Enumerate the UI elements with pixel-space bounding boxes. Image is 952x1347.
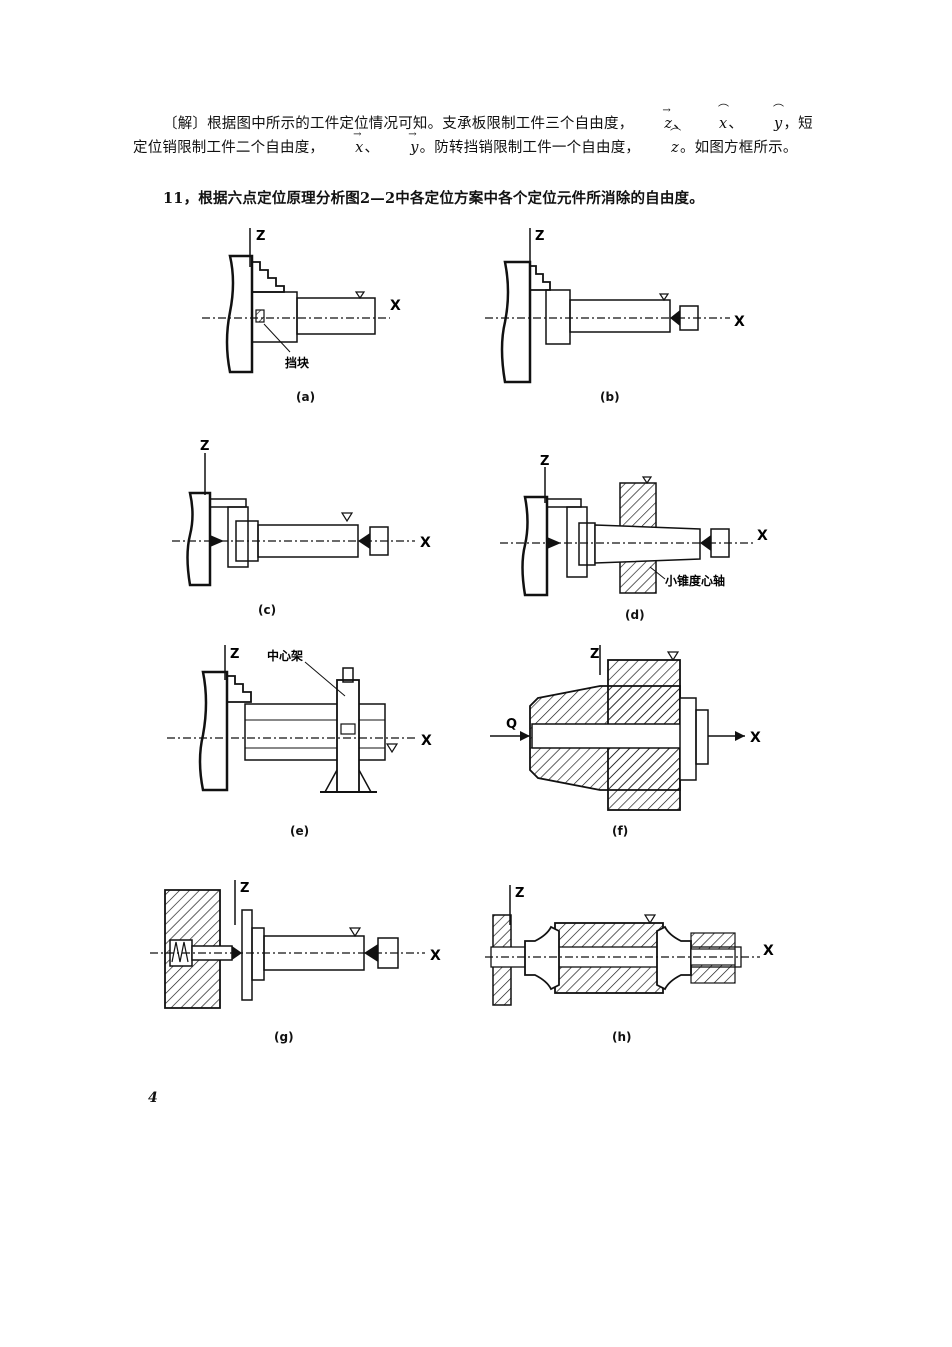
tapered-mandrel bbox=[594, 524, 701, 564]
figure-h: Z X bbox=[485, 885, 774, 1006]
page-number: 4 bbox=[148, 1090, 158, 1106]
faceplate bbox=[186, 491, 212, 587]
workpiece bbox=[244, 703, 386, 761]
datum-mark bbox=[643, 914, 657, 925]
drive-dog bbox=[566, 506, 588, 578]
drive-plate bbox=[241, 909, 253, 1001]
caption-g: (g) bbox=[274, 1030, 294, 1044]
datum-mark bbox=[354, 291, 366, 300]
datum-mark bbox=[385, 743, 399, 754]
drive-dog bbox=[227, 506, 249, 568]
dof-x-translation: x bbox=[323, 123, 364, 160]
collet-nut bbox=[679, 697, 697, 781]
text-span: 。如图方框所示。 bbox=[679, 140, 798, 156]
figure-e: Z X 中心架 bbox=[167, 645, 432, 793]
datum-mark bbox=[348, 927, 362, 938]
steady-rest-jaw bbox=[340, 723, 356, 735]
chuck-body bbox=[198, 670, 229, 792]
x-label: X bbox=[390, 298, 401, 314]
answer-paragraph: 〔解〕根据图中所示的工件定位情况可知。支承板限制工件三个自由度，z、x、y，短定… bbox=[133, 98, 813, 160]
spring-coil bbox=[171, 941, 189, 963]
separator: 、 bbox=[728, 116, 744, 132]
q-label: Q bbox=[506, 717, 517, 732]
x-arrowhead bbox=[735, 731, 745, 741]
steady-rest-label: 中心架 bbox=[267, 648, 303, 663]
driver-arm bbox=[209, 498, 247, 508]
datum-mark bbox=[666, 651, 680, 662]
leader-line bbox=[304, 661, 346, 697]
workpiece bbox=[296, 297, 376, 335]
workpiece-flange bbox=[545, 289, 571, 345]
collar bbox=[251, 927, 265, 981]
caption-d: (d) bbox=[625, 608, 645, 622]
datum-mark bbox=[658, 293, 670, 302]
right-cone-center bbox=[656, 925, 692, 991]
figure-c: Z X bbox=[172, 439, 431, 587]
z-label: Z bbox=[515, 886, 524, 901]
z-label: Z bbox=[200, 439, 209, 454]
driver-arm bbox=[546, 498, 582, 508]
mandrel-label: 小锥度心轴 bbox=[665, 573, 725, 588]
text-span: 。防转挡销限制工件一个自由度， bbox=[419, 140, 641, 156]
z-label: Z bbox=[240, 881, 249, 896]
datum-mark bbox=[641, 476, 653, 485]
stop-block bbox=[255, 309, 265, 323]
caption-a: (a) bbox=[296, 390, 316, 404]
dof-x-rotation: x bbox=[688, 98, 730, 136]
leader-line bbox=[649, 566, 666, 580]
x-label: X bbox=[763, 943, 774, 959]
jaw-steps bbox=[227, 675, 252, 703]
tailstock-center bbox=[670, 310, 680, 326]
dof-y-translation: y bbox=[378, 123, 419, 160]
draw-bar bbox=[531, 723, 693, 749]
x-label: X bbox=[420, 535, 431, 551]
figure-b: Z X bbox=[485, 228, 745, 384]
jaw-steps bbox=[252, 261, 285, 293]
figure-d: Z X 小锥度心轴 bbox=[500, 454, 768, 597]
caption-e: (e) bbox=[290, 824, 310, 838]
z-label: Z bbox=[540, 454, 549, 469]
caption-f: (f) bbox=[612, 824, 629, 838]
caption-c: (c) bbox=[258, 603, 277, 617]
text-span: ，短定位销限制工件二个自由度， bbox=[133, 116, 813, 156]
workpiece bbox=[569, 299, 671, 333]
x-label: X bbox=[734, 314, 745, 330]
stop-block-label: 挡块 bbox=[285, 355, 310, 370]
leader-line bbox=[263, 323, 291, 353]
x-label: X bbox=[430, 948, 441, 964]
figure-f: Z Q X bbox=[490, 645, 761, 811]
z-label: Z bbox=[590, 647, 599, 662]
caption-h: (h) bbox=[612, 1030, 632, 1044]
headstock-center bbox=[210, 535, 224, 547]
chuck-body bbox=[500, 260, 532, 384]
force-arrowhead bbox=[520, 731, 530, 741]
x-label: X bbox=[421, 733, 432, 749]
tailstock-center bbox=[700, 535, 711, 551]
dof-z-rotation: z bbox=[640, 122, 681, 160]
jaw-steps bbox=[530, 265, 551, 291]
x-label: X bbox=[757, 528, 768, 544]
left-cone-center bbox=[524, 925, 560, 991]
caption-b: (b) bbox=[600, 390, 620, 404]
end-face bbox=[695, 709, 709, 765]
steady-rest-frame bbox=[336, 679, 360, 793]
z-label: Z bbox=[230, 647, 239, 662]
figure-a: Z X 挡块 bbox=[202, 228, 401, 374]
z-label: Z bbox=[535, 229, 544, 244]
x-label: X bbox=[750, 730, 761, 746]
dof-y-rotation: y bbox=[743, 98, 785, 136]
z-label: Z bbox=[256, 229, 265, 244]
datum-mark bbox=[340, 512, 354, 523]
figure-g: Z X bbox=[150, 880, 441, 1009]
question-paragraph: 11，根据六点定位原理分析图2—2中各定位方案中各个定位元件所消除的自由度。 bbox=[163, 190, 704, 207]
steady-rest-screw bbox=[342, 667, 354, 683]
chuck-body bbox=[225, 254, 254, 374]
faceplate bbox=[521, 495, 549, 597]
separator: 、 bbox=[364, 140, 380, 156]
